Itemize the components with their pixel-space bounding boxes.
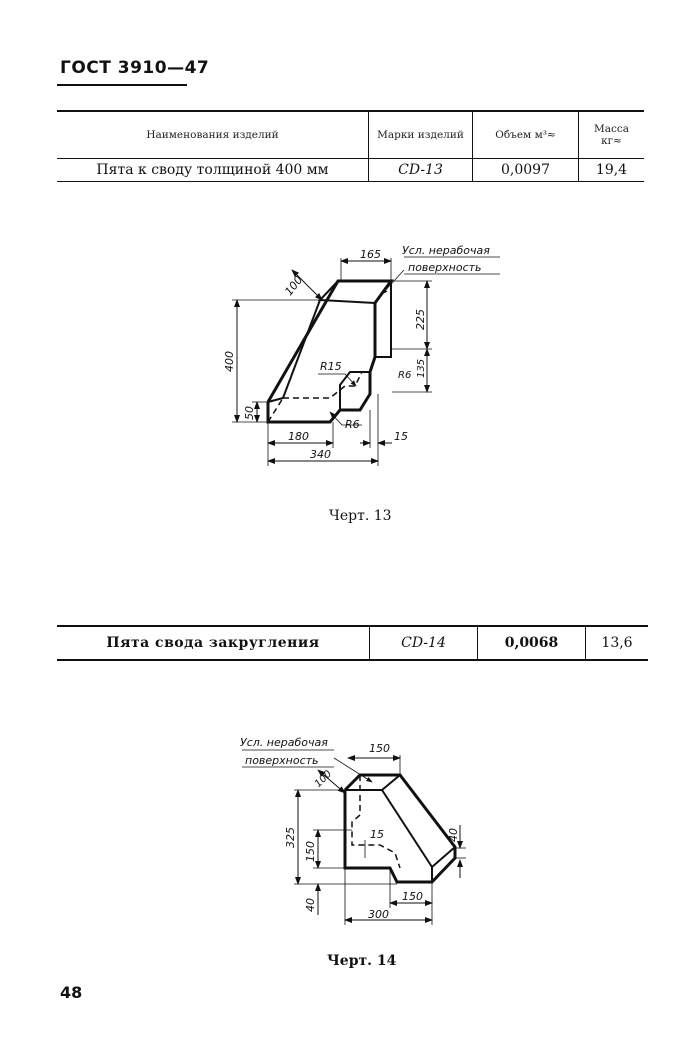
- fig13-label-165: 165: [360, 248, 381, 261]
- cell-mass: 19,4: [578, 158, 644, 182]
- fig14-note-line2: поверхность: [245, 754, 319, 767]
- spec-table-cd14: Пята свода закругления CD-14 0,0068 13,6: [57, 625, 648, 661]
- cell-mass: 13,6: [585, 625, 648, 661]
- fig14-dim-100: [317, 769, 346, 794]
- header-underline: [57, 84, 187, 86]
- table-header-row: Наименования изделий Марки изделий Объем…: [57, 110, 644, 159]
- figure-13-caption: Черт. 13: [329, 508, 392, 524]
- page-number: 48: [60, 983, 83, 1002]
- figure-14-drawing: [242, 749, 466, 925]
- fig14-note-line1: Усл. нерабочая: [240, 736, 328, 749]
- cell-mark: CD-14: [369, 625, 478, 661]
- fig13-label-340: 340: [310, 448, 331, 461]
- cell-volume: 0,0097: [472, 158, 579, 182]
- fig14-outline: [343, 773, 457, 884]
- header-mass: Масса кг≈: [578, 110, 644, 159]
- fig13-label-15: 15: [394, 430, 408, 443]
- header-mark: Марки изделий: [368, 110, 473, 159]
- fig13-step-notch: [339, 371, 370, 410]
- figure-13-drawing: [232, 256, 500, 466]
- fig13-label-400: 400: [223, 351, 236, 372]
- table-row: Пята свода закругления CD-14 0,0068 13,6: [57, 625, 648, 661]
- fig13-label-r15: R15: [320, 360, 342, 373]
- fig13-note-line1: Усл. нерабочая: [402, 244, 490, 257]
- fig13-label-180: 180: [288, 430, 309, 443]
- fig13-top-face: [317, 280, 376, 304]
- document-header: ГОСТ 3910—47: [60, 58, 210, 78]
- fig14-label-40-right: 40: [447, 828, 460, 842]
- figure-14-labels: Усл. нерабочая поверхность 150 100 325 1…: [240, 736, 460, 921]
- fig13-label-135: 135: [416, 359, 427, 378]
- fig13-label-r6-upper: R6: [398, 370, 411, 381]
- fig13-step-upper: [375, 281, 392, 358]
- fig13-label-225: 225: [414, 309, 427, 330]
- header-volume: Объем м³≈: [472, 110, 579, 159]
- fig14-label-150-top: 150: [369, 742, 390, 755]
- fig13-dim-100: [291, 269, 323, 301]
- fig14-label-15: 15: [370, 828, 384, 841]
- fig13-outline: [266, 279, 394, 424]
- table-row: Пята к своду толщиной 400 мм CD-13 0,009…: [57, 158, 644, 182]
- fig14-label-150-bottom: 150: [402, 890, 423, 903]
- fig13-label-100: 100: [282, 274, 305, 299]
- figure-13-labels: Усл. нерабочая поверхность 165 100 225 1…: [223, 244, 490, 461]
- fig13-label-50: 50: [243, 406, 256, 420]
- fig13-leader-r15: [318, 373, 357, 387]
- figure-14-caption: Черт. 14: [327, 953, 397, 969]
- fig14-label-150-left: 150: [304, 841, 317, 862]
- fig14-label-40-bottom: 40: [304, 898, 317, 912]
- fig13-hidden-corner: [267, 397, 284, 423]
- fig13-note-line2: поверхность: [408, 261, 482, 274]
- fig13-leader-note: [381, 269, 405, 295]
- fig13-label-r6-lower: R6: [345, 418, 360, 431]
- cell-volume: 0,0068: [477, 625, 586, 661]
- header-name: Наименования изделий: [57, 110, 369, 159]
- fig14-hidden-edges: [351, 775, 401, 869]
- fig14-label-300: 300: [368, 908, 389, 921]
- cell-name: Пята к своду толщиной 400 мм: [57, 158, 369, 182]
- fig14-label-100: 100: [313, 769, 334, 790]
- fig13-hidden-edges: [283, 371, 363, 399]
- cell-name: Пята свода закругления: [57, 625, 370, 661]
- fig14-label-325: 325: [284, 827, 297, 848]
- cell-mark: CD-13: [368, 158, 473, 182]
- fig13-leader-r6: [329, 411, 362, 426]
- fig14-leader-note: [333, 757, 373, 783]
- spec-table-cd13: Наименования изделий Марки изделий Объем…: [57, 110, 644, 182]
